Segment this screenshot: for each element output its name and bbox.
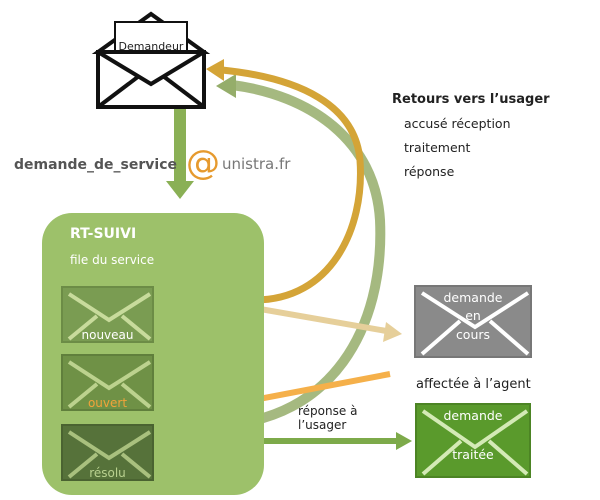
queue-envelope-resolved[interactable]: résolu [61, 424, 154, 481]
in-progress-line: demande [443, 290, 503, 305]
feedback-item: accusé réception [404, 116, 511, 131]
address-domain: unistra.fr [222, 155, 291, 173]
return-arc-green-head [216, 74, 236, 98]
address-local: demande_de_service [14, 157, 178, 173]
feedback-panel: Retours vers l’usager accusé réception t… [392, 92, 550, 179]
done-line: demande [443, 408, 503, 423]
reply-label-line: l’usager [298, 418, 347, 432]
envelope-icon [67, 360, 152, 409]
queue-label-open: ouvert [87, 396, 128, 410]
envelope-icon [67, 292, 152, 341]
reply-label-line: réponse à [298, 404, 358, 418]
at-icon: @ [186, 143, 220, 183]
assigned-label: affectée à l’agent [416, 377, 531, 392]
in-progress-envelope[interactable]: demande en cours [414, 285, 532, 358]
rt-suivi-title: RT-SUIVI [70, 226, 137, 242]
feedback-item: traitement [404, 140, 471, 155]
rt-suivi-subtitle: file du service [70, 253, 155, 267]
sender-envelope: Demandeur [91, 10, 211, 110]
done-envelope[interactable]: demande traitée [415, 403, 531, 478]
return-arc-gold [221, 66, 364, 304]
in-progress-line: cours [455, 327, 491, 342]
queue-envelope-open[interactable]: ouvert [61, 354, 154, 411]
feedback-title: Retours vers l’usager [392, 92, 550, 107]
return-arc-gold-head [206, 59, 224, 81]
envelope-icon [421, 409, 529, 476]
service-address: demande_de_service [14, 150, 177, 180]
sender-label: Demandeur [118, 40, 184, 53]
reply-label: réponse à l’usager [298, 404, 357, 432]
queue-envelope-new[interactable]: nouveau [61, 286, 154, 343]
queue-label-resolved: résolu [89, 466, 126, 480]
in-progress-line: en [465, 308, 481, 323]
done-line: traitée [452, 447, 494, 462]
envelope-icon [67, 430, 152, 479]
feedback-item: réponse [404, 164, 455, 179]
submit-arrow [166, 108, 194, 199]
envelope-icon [420, 291, 530, 356]
return-arc-green [219, 80, 386, 430]
open-envelope-icon [91, 11, 211, 109]
queue-label-new: nouveau [81, 328, 134, 342]
